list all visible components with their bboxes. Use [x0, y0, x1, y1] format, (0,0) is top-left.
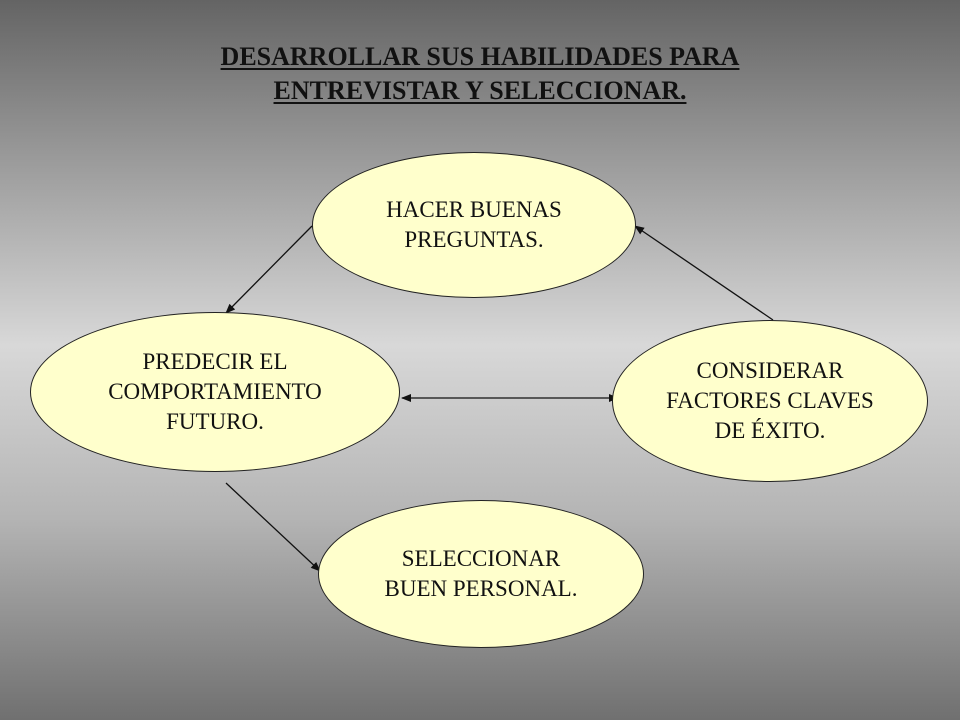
node-bottom-line-2: BUEN PERSONAL. — [384, 576, 578, 601]
slide-title: DESARROLLAR SUS HABILIDADES PARA ENTREVI… — [80, 40, 880, 108]
node-right-line-2: FACTORES CLAVES — [666, 388, 874, 413]
node-hacer-buenas-preguntas: HACER BUENAS PREGUNTAS. — [312, 152, 636, 298]
node-left-line-1: PREDECIR EL — [142, 349, 288, 374]
node-top-line-2: PREGUNTAS. — [404, 227, 544, 252]
title-line-1: DESARROLLAR SUS HABILIDADES PARA — [220, 42, 740, 71]
arrow-left-to-bottom — [225, 482, 321, 572]
node-right-line-3: DE ÉXITO. — [714, 418, 826, 443]
node-considerar-factores: CONSIDERAR FACTORES CLAVES DE ÉXITO. — [612, 320, 928, 482]
node-left-line-2: COMPORTAMIENTO — [108, 379, 322, 404]
node-right-line-1: CONSIDERAR — [696, 358, 844, 383]
title-line-2: ENTREVISTAR Y SELECCIONAR. — [273, 76, 687, 105]
arrow-right-to-top — [634, 225, 774, 321]
node-left-line-3: FUTURO. — [166, 409, 264, 434]
node-seleccionar-personal: SELECCIONAR BUEN PERSONAL. — [318, 500, 644, 648]
node-predecir-comportamiento: PREDECIR EL COMPORTAMIENTO FUTURO. — [30, 312, 400, 472]
arrow-top-to-left — [225, 225, 313, 314]
node-bottom-line-1: SELECCIONAR — [401, 546, 561, 571]
node-top-line-1: HACER BUENAS — [386, 197, 562, 222]
